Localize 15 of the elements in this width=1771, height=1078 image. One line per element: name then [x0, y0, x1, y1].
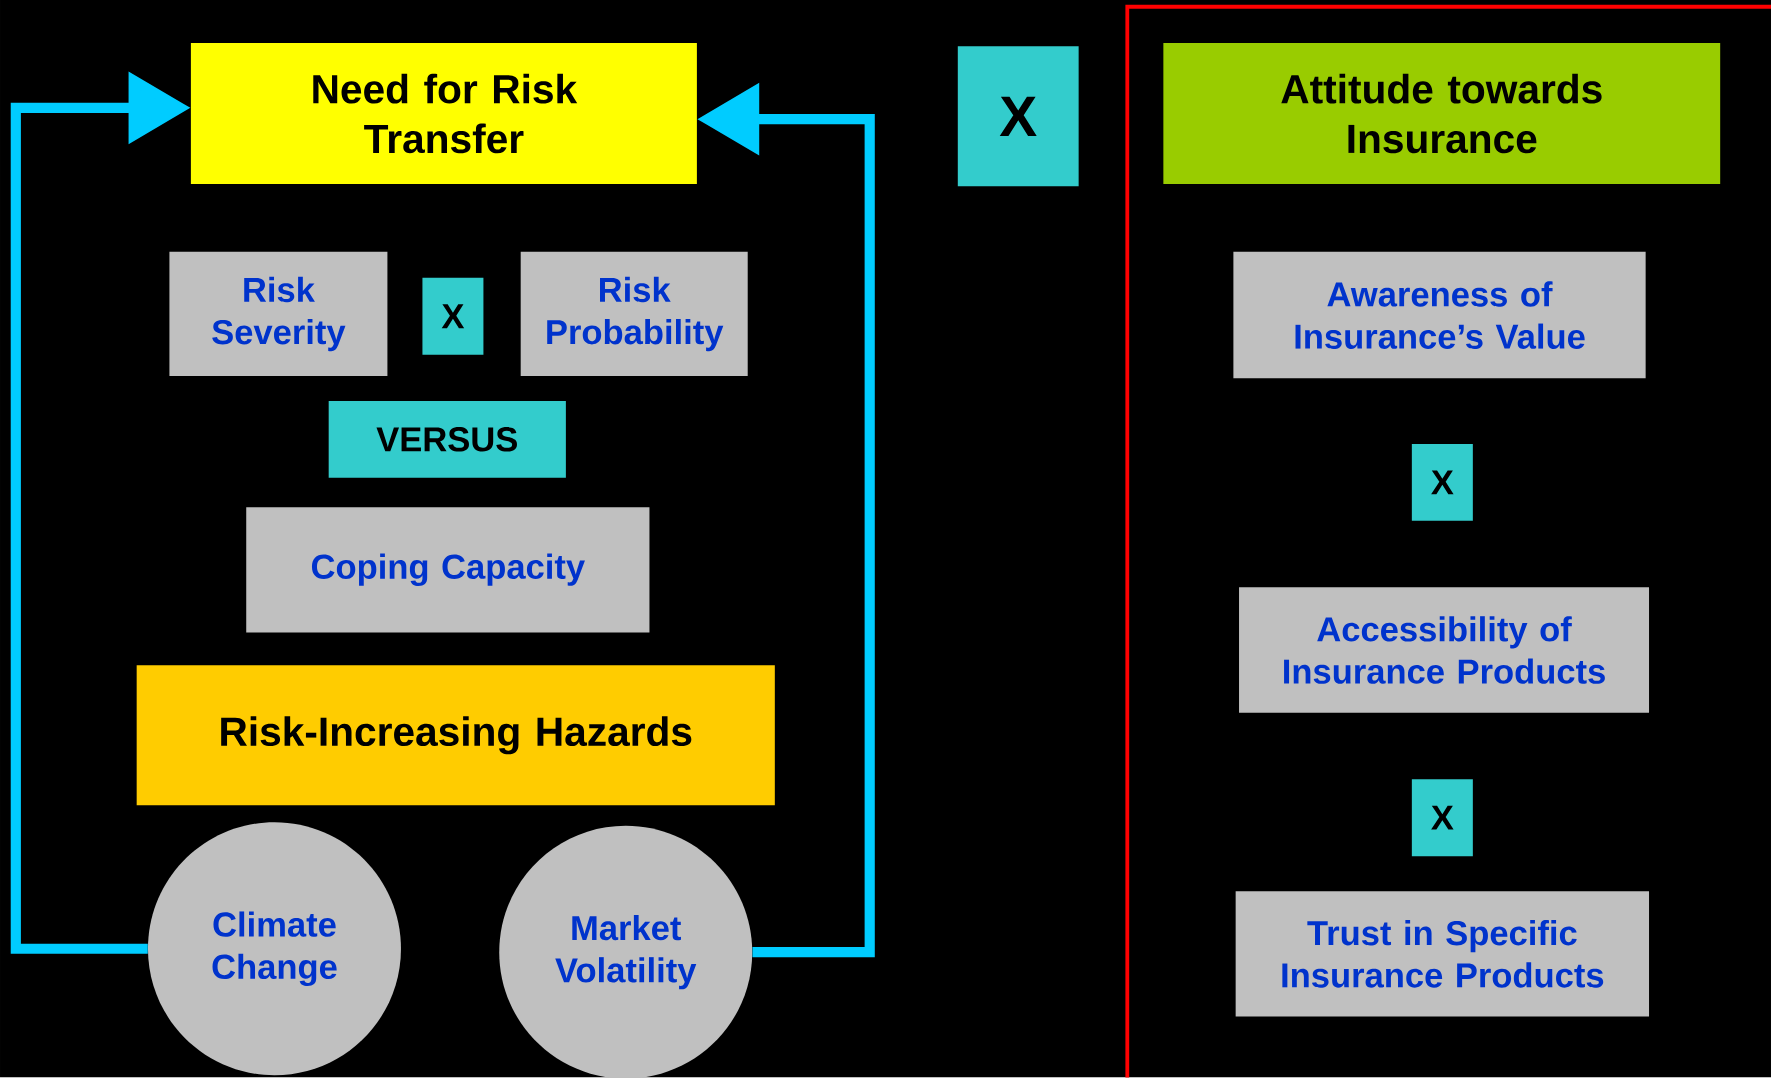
- factor-box: Awareness of Insurance’s Value: [1233, 252, 1646, 379]
- versus-box: VERSUS: [328, 401, 566, 478]
- multiply-box: X: [1411, 779, 1473, 857]
- multiply-box: X: [422, 278, 484, 355]
- factor-box: Accessibility of Insurance Products: [1239, 587, 1650, 713]
- factor-box: Risk Probability: [520, 252, 748, 377]
- multiply-box: X: [957, 46, 1079, 187]
- multiply-box: X: [1411, 444, 1473, 521]
- factor-box: Risk Severity: [169, 252, 388, 377]
- heading-box: Need for Risk Transfer: [190, 43, 697, 185]
- heading-box: Attitude towards Insurance: [1163, 43, 1721, 185]
- hazard-box: Risk-Increasing Hazards: [136, 665, 775, 806]
- factor-box: Coping Capacity: [246, 507, 650, 633]
- group-frame: [1125, 5, 1771, 1078]
- factor-box: Trust in Specific Insurance Products: [1235, 891, 1650, 1017]
